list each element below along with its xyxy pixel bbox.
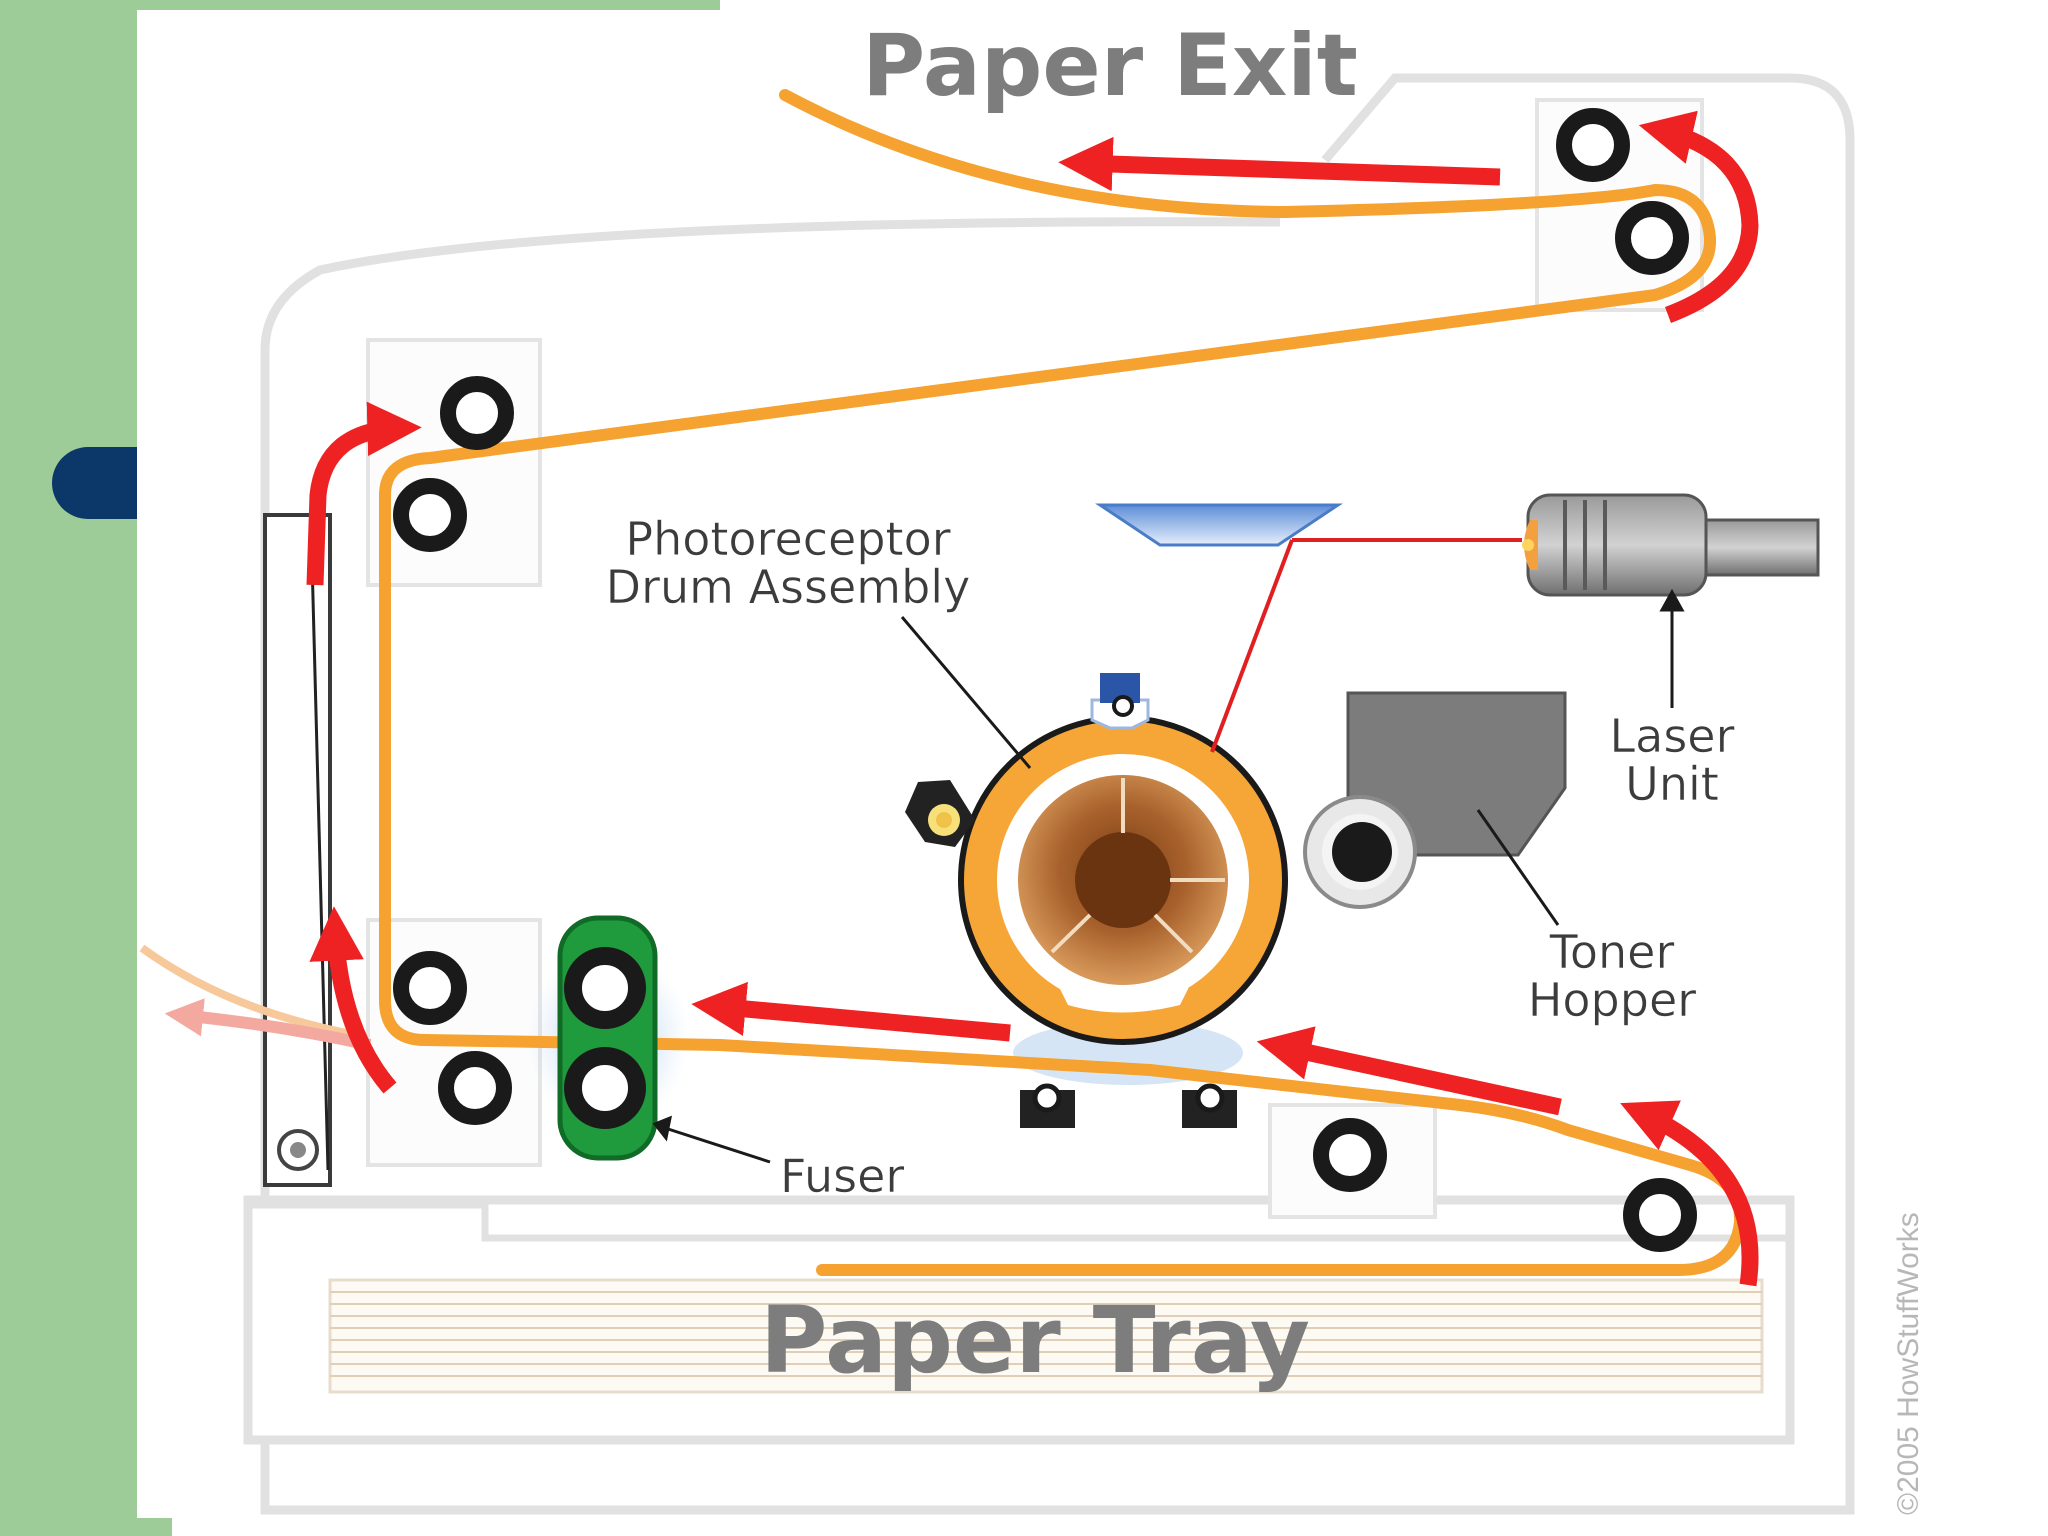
paper-path	[379, 89, 1747, 1276]
roller-lower-a	[393, 951, 467, 1025]
leader-lines	[652, 588, 1685, 1164]
faint-paper-path	[139, 944, 363, 1040]
drum-label-line1: Photoreceptor	[625, 512, 950, 566]
laser-unit	[1522, 493, 1820, 597]
laser-beam	[1210, 538, 1522, 753]
side-lever	[263, 513, 332, 1187]
paper-tray-title: Paper Tray	[760, 1287, 1310, 1394]
roller-upper-a	[440, 376, 514, 450]
cleaning-blade	[905, 780, 975, 847]
fuser-label: Fuser	[780, 1149, 904, 1203]
arrow-paper-exit	[1058, 136, 1501, 192]
roller-lower-b	[438, 1051, 512, 1125]
toner-label-line2: Hopper	[1528, 973, 1696, 1027]
paper-stack	[328, 1278, 1764, 1394]
arrow-up-lever	[309, 906, 397, 1094]
roller-exit-top	[1556, 108, 1630, 182]
photoreceptor-drum	[958, 715, 1288, 1045]
top-panel-gap	[720, 0, 2048, 10]
slide-bullet	[52, 447, 137, 519]
scanning-mirror	[1095, 503, 1343, 547]
arrow-toward-drum	[1256, 1026, 1562, 1116]
roller-pickup	[1623, 1178, 1697, 1252]
roller-exit-bottom	[1615, 201, 1689, 275]
arrow-exit-loop	[1638, 110, 1759, 323]
laser-label-line1: Laser	[1610, 709, 1735, 763]
arrow-tray-pickup	[1620, 1100, 1759, 1287]
copyright-text: ©2005 HowStuffWorks	[1892, 1212, 1925, 1515]
faint-exit-arrow	[164, 998, 372, 1051]
tray-top-ledge	[248, 1201, 1790, 1242]
arrow-to-upper-rollers	[306, 401, 422, 586]
left-bottom-strip	[137, 1518, 172, 1536]
roller-registration	[1313, 1118, 1387, 1192]
toner-hopper	[1303, 691, 1567, 909]
transfer-rollers	[1020, 1083, 1237, 1128]
roller-upper-b	[393, 478, 467, 552]
toner-label-line1: Toner	[1549, 925, 1675, 979]
drum-label-line2: Drum Assembly	[606, 560, 971, 614]
laser-label-line2: Unit	[1625, 757, 1719, 811]
rollers	[393, 108, 1697, 1252]
flow-arrows	[306, 110, 1759, 1287]
fuser-unit	[557, 915, 658, 1161]
arrow-toward-fuser	[691, 981, 1011, 1042]
charge-corona	[1090, 673, 1150, 730]
paper-exit-title: Paper Exit	[862, 16, 1358, 116]
